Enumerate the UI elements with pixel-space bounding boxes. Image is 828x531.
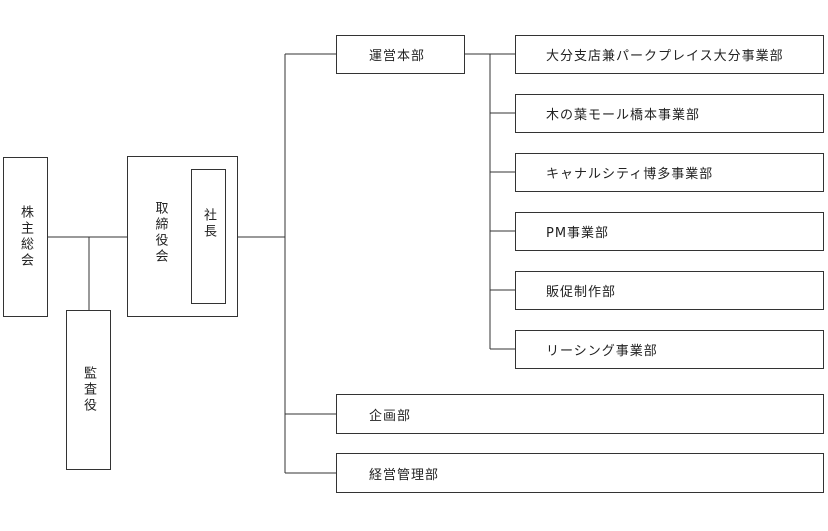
planning-dept-box: 企画部 <box>336 394 824 434</box>
board-of-directors-label: 取締役会 <box>152 201 168 265</box>
management-dept-label: 経営管理部 <box>369 467 440 483</box>
division-label-6: リーシング事業部 <box>546 344 658 359</box>
operations-hq-box: 運営本部 <box>336 35 465 74</box>
shareholders-meeting-label: 株主総会 <box>18 205 33 269</box>
division-box-1: 大分支店兼パークプレイス大分事業部 <box>515 35 824 74</box>
board-of-directors-label-wrap: 取締役会 <box>148 201 172 265</box>
division-label-5: 販促制作部 <box>546 285 617 300</box>
shareholders-meeting-box: 株主総会 <box>3 157 48 317</box>
division-box-6: リーシング事業部 <box>515 330 824 369</box>
auditor-box: 監査役 <box>66 310 111 470</box>
division-box-2: 木の葉モール橋本事業部 <box>515 94 824 133</box>
division-box-4: PM事業部 <box>515 212 824 251</box>
management-dept-box: 経営管理部 <box>336 453 824 493</box>
operations-hq-label: 運営本部 <box>369 49 426 64</box>
division-box-3: キャナルシティ博多事業部 <box>515 153 824 192</box>
division-label-2: 木の葉モール橋本事業部 <box>546 108 701 123</box>
president-box: 社長 <box>191 169 226 304</box>
division-label-4: PM事業部 <box>546 226 610 241</box>
division-label-1: 大分支店兼パークプレイス大分事業部 <box>546 49 784 64</box>
president-label: 社長 <box>201 208 216 240</box>
division-box-5: 販促制作部 <box>515 271 824 310</box>
auditor-label: 監査役 <box>81 366 96 414</box>
planning-dept-label: 企画部 <box>369 408 412 424</box>
division-label-3: キャナルシティ博多事業部 <box>546 167 714 182</box>
board-of-directors-box: 取締役会 社長 <box>127 156 238 317</box>
